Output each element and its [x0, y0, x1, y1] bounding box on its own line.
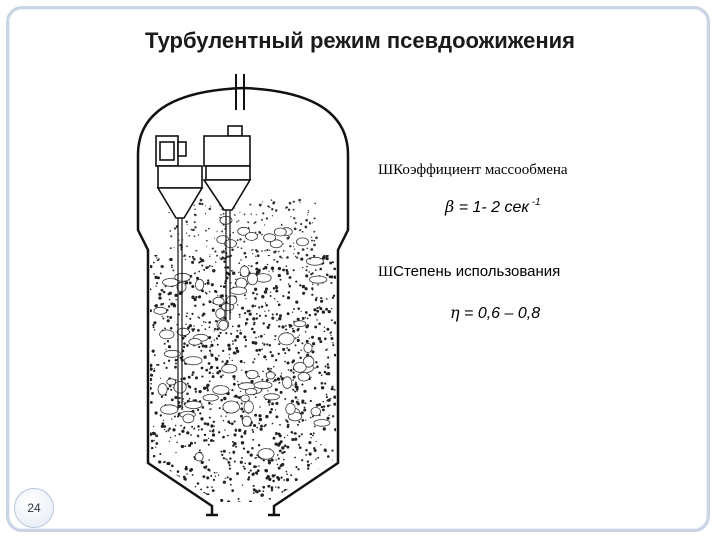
bullet-label: Степень использования [393, 263, 561, 280]
formula-expression: = 1- 2 сек [454, 199, 529, 216]
formula-eta: η = 0,6 – 0,8 [450, 303, 540, 323]
slide-title: Турбулентный режим псевдоожижения [145, 28, 575, 53]
formula-superscript: -1 [528, 197, 541, 208]
bullet-mass-exchange: ШКоэффициент массообмена [378, 162, 568, 179]
bullet-marker: Ш [378, 264, 394, 280]
formula-beta: β = 1- 2 сек -1 [445, 197, 541, 217]
beta-symbol: β [445, 197, 455, 216]
fluidized-bed-reactor-diagram [136, 74, 350, 517]
bullet-label: Коэффициент массообмена [393, 162, 568, 178]
page-number: 24 [14, 488, 54, 528]
eta-symbol: η [450, 303, 460, 322]
bullet-utilization: ШСтепень использования [378, 263, 560, 281]
bullet-marker: Ш [378, 162, 394, 178]
formula-expression: = 0,6 – 0,8 [459, 305, 541, 322]
slide-frame [6, 6, 710, 532]
